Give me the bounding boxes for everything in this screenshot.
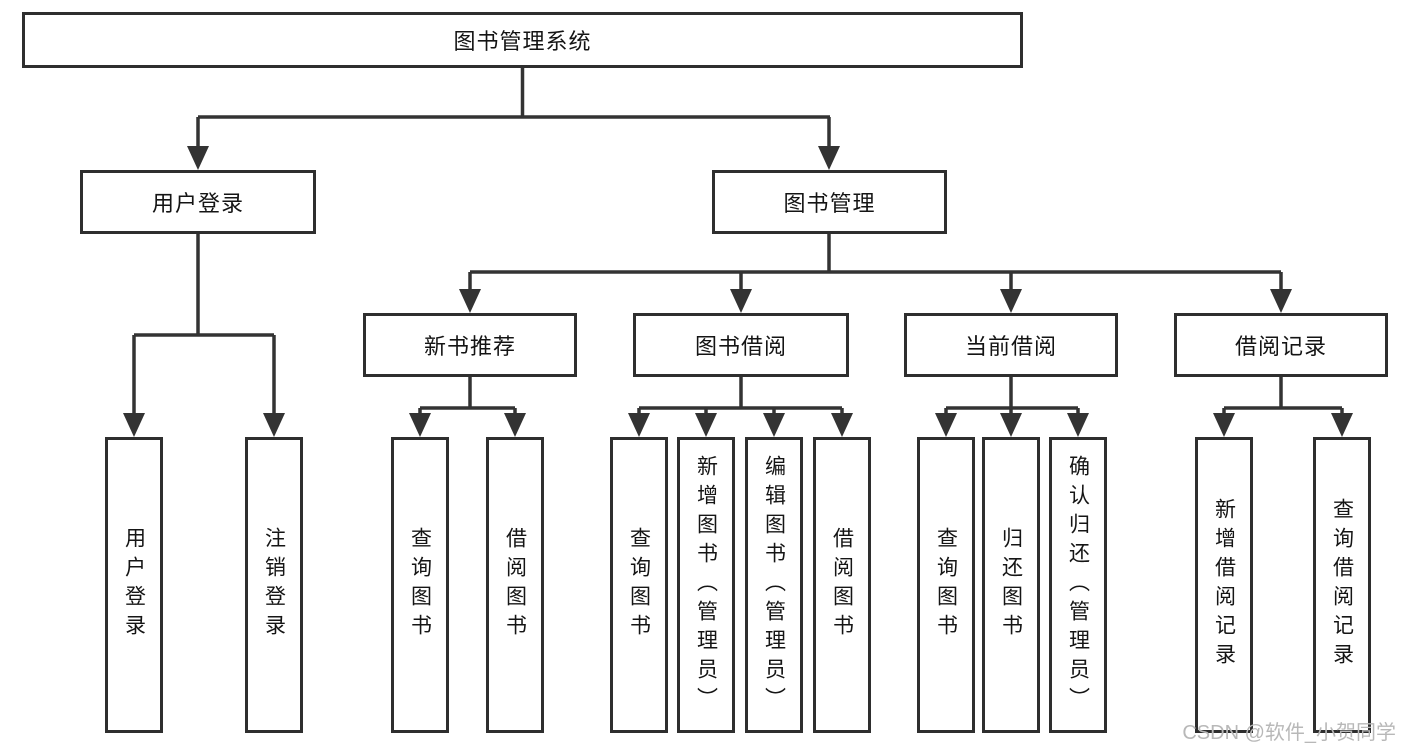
arrow-to-book-borrow	[730, 289, 752, 313]
leaf-logout-label: 注销登录	[262, 527, 286, 643]
leaf-edit-books-admin: 编辑图书（管理员）	[745, 437, 803, 733]
leaf-recommend-query-books: 查询图书	[391, 437, 449, 733]
leaf-recommend-borrow-books-label: 借阅图书	[503, 527, 527, 643]
leaf-return-books-label: 归还图书	[999, 527, 1023, 643]
leaf-return-books: 归还图书	[982, 437, 1040, 733]
leaf-borrow-books: 借阅图书	[813, 437, 871, 733]
node-book-borrow: 图书借阅	[633, 313, 849, 377]
leaf-edit-books-admin-label: 编辑图书（管理员）	[762, 454, 786, 716]
leaf-borrow-books-label: 借阅图书	[830, 527, 854, 643]
csdn-watermark: CSDN @软件_小贺同学	[1182, 722, 1396, 744]
arrow-to-new-book-recommend	[459, 289, 481, 313]
node-book-management: 图书管理	[712, 170, 947, 234]
leaf-recommend-borrow-books: 借阅图书	[486, 437, 544, 733]
leaf-add-borrow-record-label: 新增借阅记录	[1212, 498, 1236, 672]
leaf-query-borrow-record-label: 查询借阅记录	[1330, 498, 1354, 672]
node-borrow-records: 借阅记录	[1174, 313, 1388, 377]
node-user-login-label: 用户登录	[151, 191, 244, 216]
leaf-confirm-return-admin: 确认归还（管理员）	[1049, 437, 1107, 733]
leaf-current-query-books-label: 查询图书	[934, 527, 958, 643]
leaf-user-login: 用户登录	[105, 437, 163, 733]
leaf-query-borrow-record: 查询借阅记录	[1313, 437, 1371, 733]
node-book-borrow-label: 图书借阅	[694, 334, 787, 359]
node-user-login: 用户登录	[80, 170, 316, 234]
leaf-recommend-query-books-label: 查询图书	[408, 527, 432, 643]
node-new-book-recommend: 新书推荐	[363, 313, 577, 377]
leaf-confirm-return-admin-label: 确认归还（管理员）	[1066, 454, 1090, 716]
leaf-add-books-admin-label: 新增图书（管理员）	[694, 454, 718, 716]
leaf-borrow-query-books: 查询图书	[610, 437, 668, 733]
node-borrow-records-label: 借阅记录	[1234, 334, 1327, 359]
node-system-root-label: 图书管理系统	[453, 29, 592, 54]
node-new-book-recommend-label: 新书推荐	[423, 334, 516, 359]
leaf-borrow-query-books-label: 查询图书	[627, 527, 651, 643]
leaf-add-books-admin: 新增图书（管理员）	[677, 437, 735, 733]
node-system-root: 图书管理系统	[22, 12, 1023, 68]
leaf-user-login-label: 用户登录	[122, 527, 146, 643]
node-current-borrow-label: 当前借阅	[964, 334, 1057, 359]
arrow-to-borrow-records	[1270, 289, 1292, 313]
node-current-borrow: 当前借阅	[904, 313, 1118, 377]
arrowheads	[123, 146, 1353, 437]
leaf-add-borrow-record: 新增借阅记录	[1195, 437, 1253, 733]
arrow-to-book-management	[818, 146, 840, 170]
arrow-to-current-borrow	[1000, 289, 1022, 313]
leaf-logout: 注销登录	[245, 437, 303, 733]
leaf-current-query-books: 查询图书	[917, 437, 975, 733]
arrow-to-user-login	[187, 146, 209, 170]
node-book-management-label: 图书管理	[783, 191, 876, 216]
